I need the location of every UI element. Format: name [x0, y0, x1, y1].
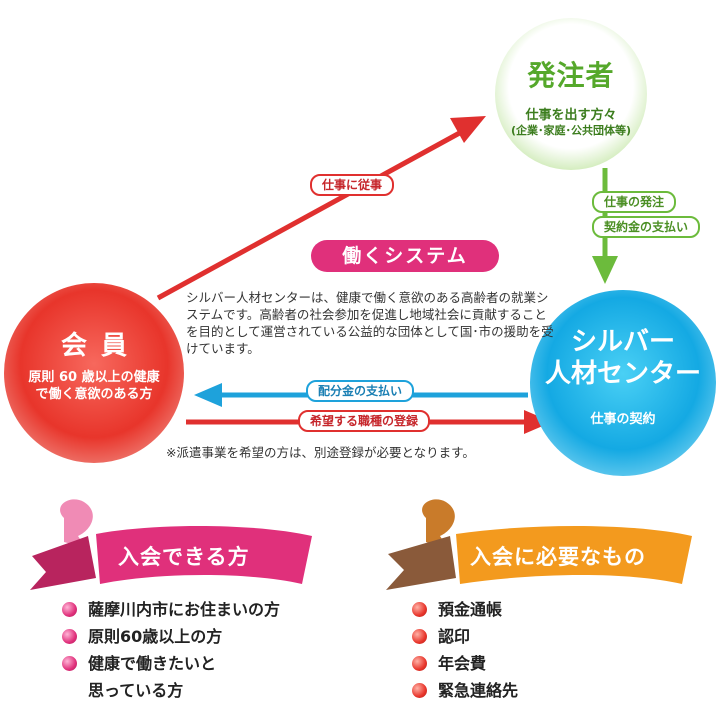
list-item: 薩摩川内市にお住まいの方 [62, 596, 280, 623]
list-item-continued: 思っている方 [88, 681, 184, 700]
label-order: 仕事の発注 [592, 191, 677, 213]
bullet-icon [62, 602, 77, 617]
label-distribution-payment: 配分金の支払い [306, 380, 415, 402]
member-description: 原則 60 歳以上の健康で働く意欲のある方 [28, 370, 160, 402]
member-title: 会員 [60, 331, 141, 361]
dispatch-note: ※派遣事業を希望の方は、別途登録が必要となります。 [166, 445, 475, 460]
arrowhead-client-to-center [592, 256, 618, 284]
bullet-icon [412, 602, 427, 617]
node-member: 会員 原則 60 歳以上の健康で働く意欲のある方 [4, 283, 184, 463]
system-description: シルバー人材センターは、健康で働く意欲のある高齢者の就業システムです。高齢者の社… [186, 290, 554, 356]
center-title-line1: シルバー [570, 327, 675, 357]
client-title: 発注者 [527, 59, 615, 92]
bullet-icon [412, 656, 427, 671]
list-item: 預金通帳 [412, 596, 518, 623]
bullet-icon [62, 656, 77, 671]
list-item: 原則60歳以上の方 [62, 623, 280, 650]
client-subtitle: 仕事を出す方々 [525, 108, 617, 123]
label-member-to-client: 仕事に従事 [310, 174, 395, 196]
bullet-icon [412, 629, 427, 644]
eligibility-title: 入会できる方 [118, 545, 250, 569]
arrowhead-center-to-member [194, 383, 222, 407]
requirements-title: 入会に必要なもの [470, 545, 646, 569]
client-examples: (企業･家庭･公共団体等) [510, 124, 632, 137]
center-title: シルバー 人材センター [530, 326, 716, 390]
list-item: 年会費 [412, 650, 518, 677]
center-title-line2: 人材センター [544, 359, 701, 389]
ribbon-requirements [386, 499, 692, 590]
bullet-icon [62, 629, 77, 644]
eligibility-list: 薩摩川内市にお住まいの方 原則60歳以上の方 健康で働きたいと 思っている方 [62, 596, 280, 704]
center-subtitle: 仕事の契約 [590, 412, 656, 427]
ribbon-eligibility [30, 499, 312, 590]
system-title: 働くシステム [311, 240, 499, 272]
arrowhead-member-to-client [450, 116, 486, 143]
node-center: シルバー 人材センター 仕事の契約 [530, 290, 716, 476]
list-item: 認印 [412, 623, 518, 650]
bullet-icon [412, 683, 427, 698]
requirements-list: 預金通帳 認印 年会費 緊急連絡先 [412, 596, 518, 704]
label-contract-payment: 契約金の支払い [592, 216, 701, 238]
label-job-registration: 希望する職種の登録 [298, 410, 431, 432]
node-client: 発注者 仕事を出す方々 (企業･家庭･公共団体等) [495, 18, 647, 170]
list-item: 緊急連絡先 [412, 677, 518, 704]
arrow-member-to-client [156, 127, 467, 301]
list-item: 健康で働きたいと [62, 650, 280, 677]
